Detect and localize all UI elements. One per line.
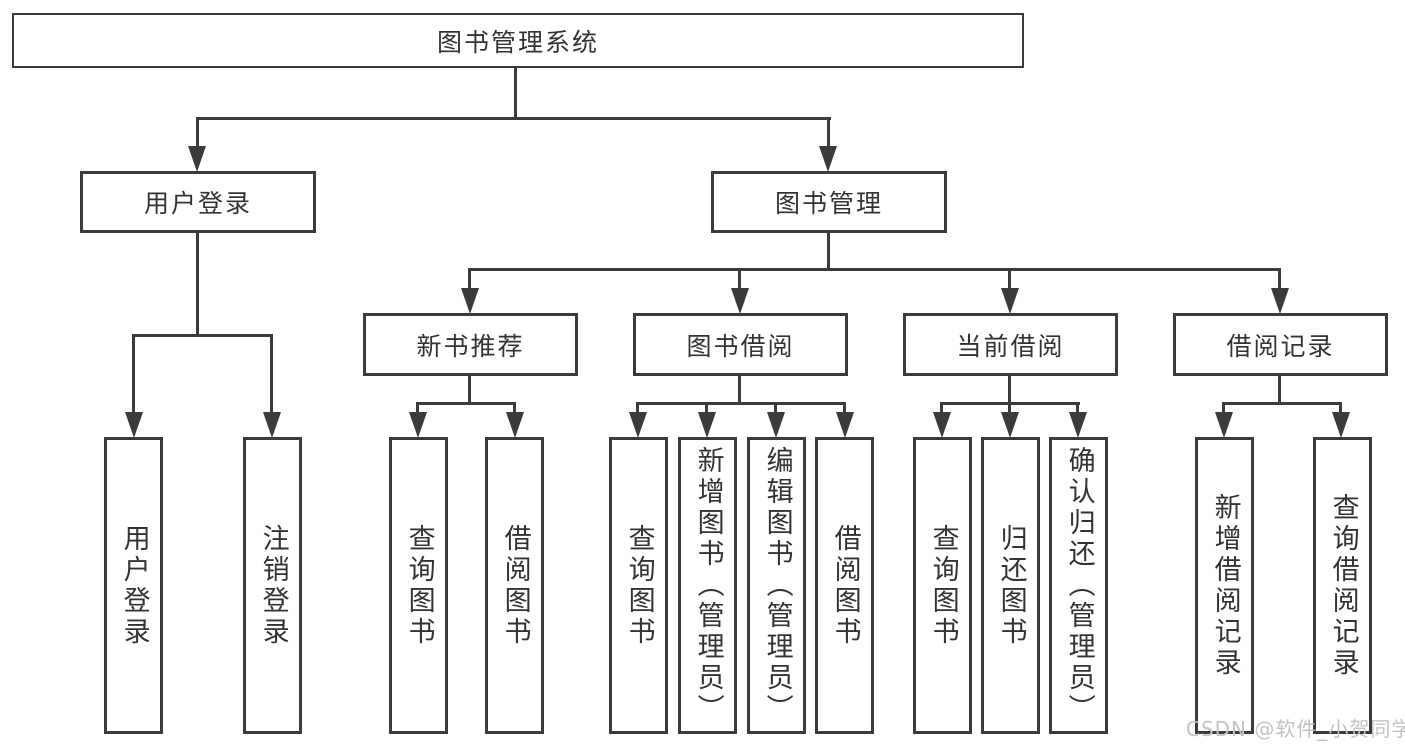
- connector-vline: [468, 376, 471, 405]
- node-book-borrow: 图书借阅: [633, 313, 848, 376]
- connector-hline: [196, 117, 831, 120]
- node-user-login: 用户登录: [80, 171, 316, 233]
- node-borrow-records-label: 借阅记录: [1226, 331, 1335, 361]
- connector-vline: [827, 233, 830, 271]
- connector-hline: [636, 402, 846, 405]
- arrow-stem: [468, 268, 471, 292]
- connector-hline: [1222, 402, 1342, 405]
- arrow-down-icon: [698, 412, 716, 438]
- arrow-down-icon: [629, 412, 647, 438]
- leaf-borrow-books-label: 借阅图书: [829, 523, 861, 648]
- arrow-stem: [1339, 402, 1342, 415]
- arrow-down-icon: [461, 288, 479, 314]
- arrow-stem: [827, 117, 830, 151]
- connector-vline: [1278, 376, 1281, 405]
- node-borrow-records: 借阅记录: [1173, 313, 1388, 376]
- node-current-borrow-label: 当前借阅: [956, 331, 1065, 361]
- arrow-stem: [1076, 402, 1079, 415]
- connector-hline: [468, 268, 1281, 271]
- node-book-borrow-label: 图书借阅: [686, 331, 795, 361]
- arrow-stem: [132, 334, 135, 414]
- arrow-down-icon: [767, 412, 785, 438]
- arrow-down-icon: [731, 288, 749, 314]
- leaf-return-books: 归还图书: [981, 437, 1040, 734]
- connector-vline: [738, 376, 741, 405]
- arrow-down-icon: [125, 412, 143, 438]
- leaf-query-borrow-record: 查询借阅记录: [1313, 437, 1372, 734]
- arrow-stem: [1222, 402, 1225, 415]
- arrow-down-icon: [409, 412, 427, 438]
- leaf-query-books-borrow-label: 查询图书: [623, 523, 655, 648]
- arrow-stem: [270, 334, 273, 414]
- arrow-down-icon: [1271, 288, 1289, 314]
- arrow-stem: [1008, 268, 1011, 292]
- leaf-logout: 注销登录: [243, 437, 302, 734]
- leaf-add-books-admin: 新增图书（管理员）: [678, 437, 737, 734]
- leaf-query-books-current: 查询图书: [913, 437, 972, 734]
- arrow-stem: [513, 402, 516, 415]
- arrow-stem: [196, 117, 199, 151]
- leaf-borrow-books: 借阅图书: [815, 437, 874, 734]
- arrow-stem: [416, 402, 419, 415]
- arrow-down-icon: [1001, 412, 1019, 438]
- leaf-edit-books-admin-label: 编辑图书（管理员）: [761, 446, 793, 725]
- leaf-add-borrow-record: 新增借阅记录: [1195, 437, 1254, 734]
- connector-hline: [416, 402, 516, 405]
- leaf-add-borrow-record-label: 新增借阅记录: [1209, 492, 1241, 679]
- arrow-stem: [705, 402, 708, 415]
- arrow-stem: [636, 402, 639, 415]
- node-current-borrow: 当前借阅: [903, 313, 1118, 376]
- leaf-logout-label: 注销登录: [257, 523, 289, 648]
- node-library-system-label: 图书管理系统: [436, 27, 599, 57]
- arrow-down-icon: [933, 412, 951, 438]
- leaf-query-borrow-record-label: 查询借阅记录: [1327, 492, 1359, 679]
- leaf-borrow-books-recommend: 借阅图书: [485, 437, 544, 734]
- leaf-user-login-label: 用户登录: [118, 523, 150, 648]
- node-new-book-recommend: 新书推荐: [363, 313, 578, 376]
- arrow-stem: [843, 402, 846, 415]
- arrow-stem: [738, 268, 741, 292]
- leaf-return-books-label: 归还图书: [995, 523, 1027, 648]
- node-book-management: 图书管理: [711, 171, 947, 233]
- arrow-stem: [1278, 268, 1281, 292]
- leaf-edit-books-admin: 编辑图书（管理员）: [747, 437, 806, 734]
- arrow-down-icon: [263, 412, 281, 438]
- leaf-add-books-admin-label: 新增图书（管理员）: [692, 446, 724, 725]
- arrow-down-icon: [1001, 288, 1019, 314]
- arrow-down-icon: [506, 412, 524, 438]
- connector-hline: [132, 334, 273, 337]
- connector-vline: [196, 233, 199, 337]
- leaf-query-books-borrow: 查询图书: [609, 437, 668, 734]
- leaf-confirm-return-admin: 确认归还（管理员）: [1049, 437, 1108, 734]
- leaf-query-books-recommend: 查询图书: [389, 437, 448, 734]
- watermark: CSDN @软件_小贺同学: [1186, 717, 1405, 741]
- node-book-management-label: 图书管理: [774, 189, 883, 218]
- leaf-user-login: 用户登录: [104, 437, 163, 734]
- leaf-query-books-recommend-label: 查询图书: [403, 523, 435, 648]
- leaf-query-books-current-label: 查询图书: [927, 523, 959, 648]
- arrow-stem: [940, 402, 943, 415]
- connector-vline: [514, 68, 517, 119]
- leaf-borrow-books-recommend-label: 借阅图书: [499, 523, 531, 648]
- connector-vline: [1008, 376, 1011, 405]
- arrow-down-icon: [1069, 412, 1087, 438]
- arrow-stem: [1008, 402, 1011, 415]
- arrow-down-icon: [188, 146, 206, 172]
- arrow-stem: [774, 402, 777, 415]
- node-user-login-label: 用户登录: [143, 189, 252, 218]
- arrow-down-icon: [819, 146, 837, 172]
- arrow-down-icon: [836, 412, 854, 438]
- arrow-down-icon: [1332, 412, 1350, 438]
- leaf-confirm-return-admin-label: 确认归还（管理员）: [1063, 446, 1095, 725]
- node-library-system: 图书管理系统: [12, 13, 1024, 68]
- node-new-book-recommend-label: 新书推荐: [416, 331, 525, 361]
- arrow-down-icon: [1215, 412, 1233, 438]
